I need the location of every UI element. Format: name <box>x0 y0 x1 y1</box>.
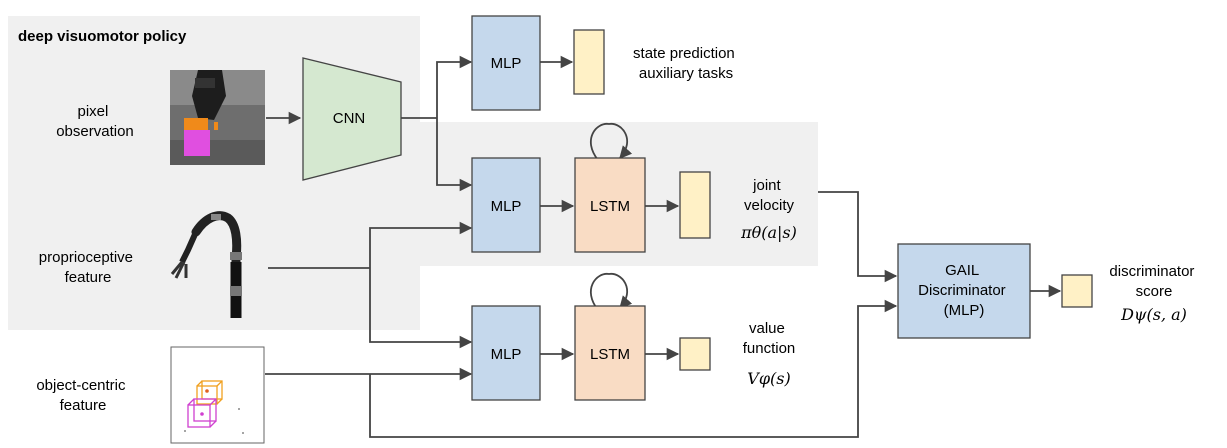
gail-label: GAIL Discriminator (MLP) <box>918 262 1010 319</box>
policy-output-label: joint velocity <box>744 177 795 214</box>
visuomotor-policy-panel <box>8 16 420 330</box>
object-centric-feature-label: object-centric feature <box>36 377 129 414</box>
value-output-label: value function <box>743 320 796 357</box>
pixel-observation-image <box>170 70 265 165</box>
arrow-object-to-gail <box>369 299 898 438</box>
mlp-value-label: MLP <box>491 346 522 363</box>
lstm-value-block <box>574 305 646 401</box>
lstm-policy-label: LSTM <box>590 198 630 215</box>
connections <box>265 55 1062 438</box>
aux-output-vector <box>573 29 605 95</box>
policy-output-vector <box>679 171 711 239</box>
arrow-proprio-to-mlp-policy <box>369 221 473 268</box>
lstm-policy-block <box>574 157 646 253</box>
aux-output-label: state prediction auxiliary tasks <box>633 45 739 82</box>
value-output-vector <box>679 337 711 371</box>
mlp-policy-block <box>471 157 541 253</box>
lstm-value-label: LSTM <box>590 346 630 363</box>
discriminator-score-vector <box>1061 274 1093 308</box>
cnn-block <box>302 57 402 181</box>
discriminator-score-label: discriminator score <box>1109 263 1198 300</box>
robot-arm-image <box>170 211 242 318</box>
arrow-policy-to-gail <box>818 191 898 283</box>
pixel-observation-label: pixel observation <box>56 103 134 140</box>
gail-discriminator-block <box>897 243 1031 339</box>
lstm-value-recurrence <box>590 273 633 311</box>
lstm-policy-recurrence <box>590 123 633 161</box>
mlp-value-block <box>471 305 541 401</box>
cnn-label: CNN <box>333 110 366 127</box>
object-centric-image <box>170 346 265 444</box>
arrow-proprio-to-mlp-value <box>369 268 473 349</box>
mlp-aux-block <box>471 15 541 111</box>
arrow-cnn-to-mlp-policy <box>436 118 473 192</box>
policy-math-label: πθ(a|s) <box>740 223 797 242</box>
proprioceptive-feature-label: proprioceptive feature <box>39 249 137 286</box>
discriminator-math-label: Dψ(s, a) <box>1120 305 1187 324</box>
value-math-label: Vφ(s) <box>747 369 790 388</box>
mlp-policy-label: MLP <box>491 198 522 215</box>
mlp-aux-label: MLP <box>491 55 522 72</box>
arrow-cnn-to-mlp-aux <box>436 55 473 118</box>
panel-title: deep visuomotor policy <box>18 28 187 45</box>
